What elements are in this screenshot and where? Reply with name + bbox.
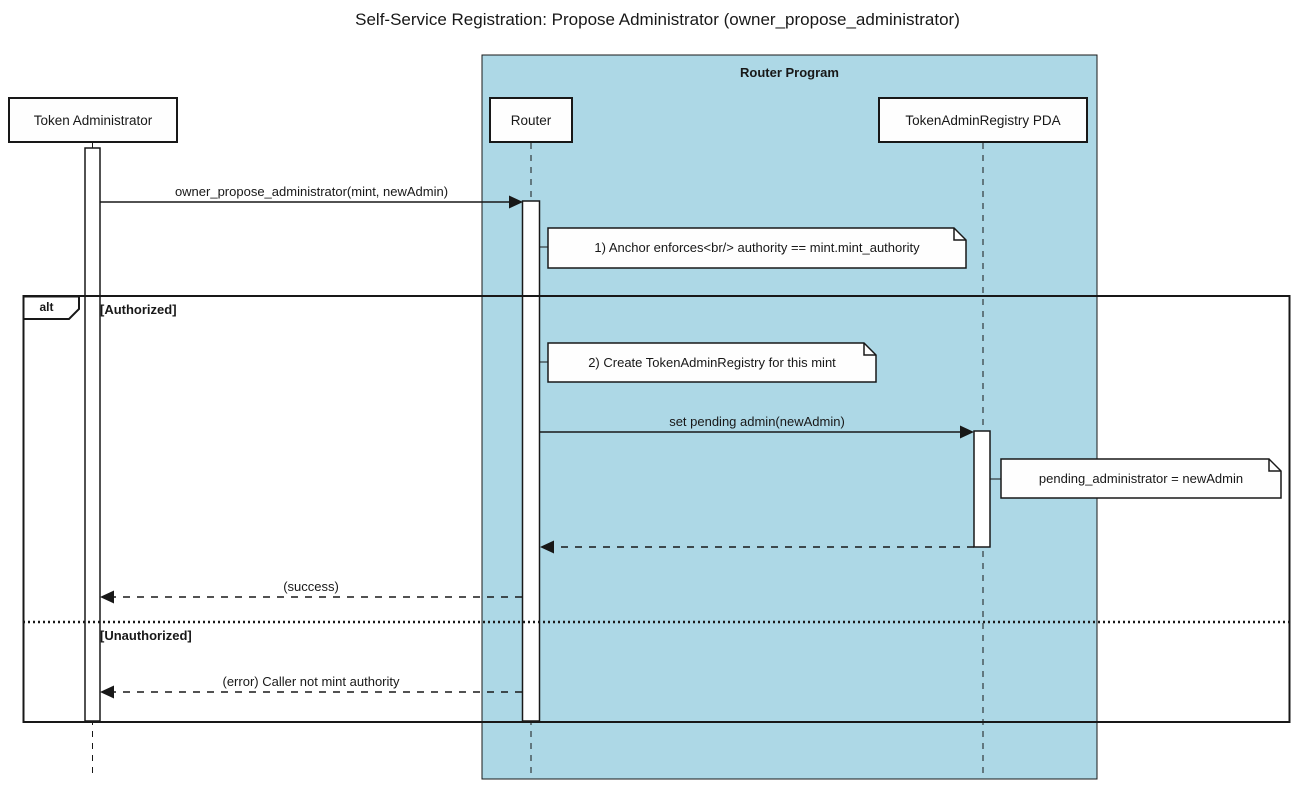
alt-frame xyxy=(22,295,1291,723)
guard-authorized-label: [Authorized] xyxy=(100,302,177,317)
note-create-registry-text: 2) Create TokenAdminRegistry for this mi… xyxy=(588,355,836,370)
router-program-group-label: Router Program xyxy=(740,65,839,80)
message-propose-label: owner_propose_administrator(mint, newAdm… xyxy=(174,184,449,199)
arrow-propose-head xyxy=(509,195,523,209)
activation-token-administrator xyxy=(84,147,101,722)
guard-unauthorized-label: [Unauthorized] xyxy=(100,628,192,643)
message-error-label: (error) Caller not mint authority xyxy=(222,674,400,689)
diagram-title: Self-Service Registration: Propose Admin… xyxy=(355,10,960,29)
note-pending-admin-fold xyxy=(1268,459,1281,472)
arrow-set-pending-head xyxy=(960,425,974,439)
arrow-success-head xyxy=(100,590,114,604)
participant-token-administrator: Token Administrator xyxy=(8,97,178,143)
activation-router xyxy=(521,200,541,722)
router-program-group-box xyxy=(481,54,1098,780)
note-pending-admin-text: pending_administrator = newAdmin xyxy=(1038,471,1244,486)
alt-frame-operator-pentagon xyxy=(22,295,80,320)
note-pending-admin-shape xyxy=(1000,458,1282,499)
participant-token-admin-registry-pda: TokenAdminRegistry PDA xyxy=(878,97,1088,143)
note-anchor-enforces-text: 1) Anchor enforces<br/> authority == min… xyxy=(594,240,920,255)
alt-operator-label: alt xyxy=(39,300,54,314)
arrow-error-head xyxy=(100,685,114,699)
participant-router: Router xyxy=(489,97,573,143)
message-set-pending-label: set pending admin(newAdmin) xyxy=(669,414,845,429)
participant-router-label: Router xyxy=(510,112,552,128)
note-create-registry-shape xyxy=(547,342,877,383)
message-success-label: (success) xyxy=(283,579,339,594)
note-anchor-enforces-shape xyxy=(547,227,967,269)
activation-token-admin-registry-pda xyxy=(973,430,991,548)
arrow-return-to-router-head xyxy=(540,540,554,554)
participant-token-administrator-label: Token Administrator xyxy=(33,112,153,128)
participant-token-admin-registry-pda-label: TokenAdminRegistry PDA xyxy=(905,112,1061,128)
note-create-registry-fold xyxy=(863,343,876,356)
note-anchor-enforces-fold xyxy=(953,228,966,241)
